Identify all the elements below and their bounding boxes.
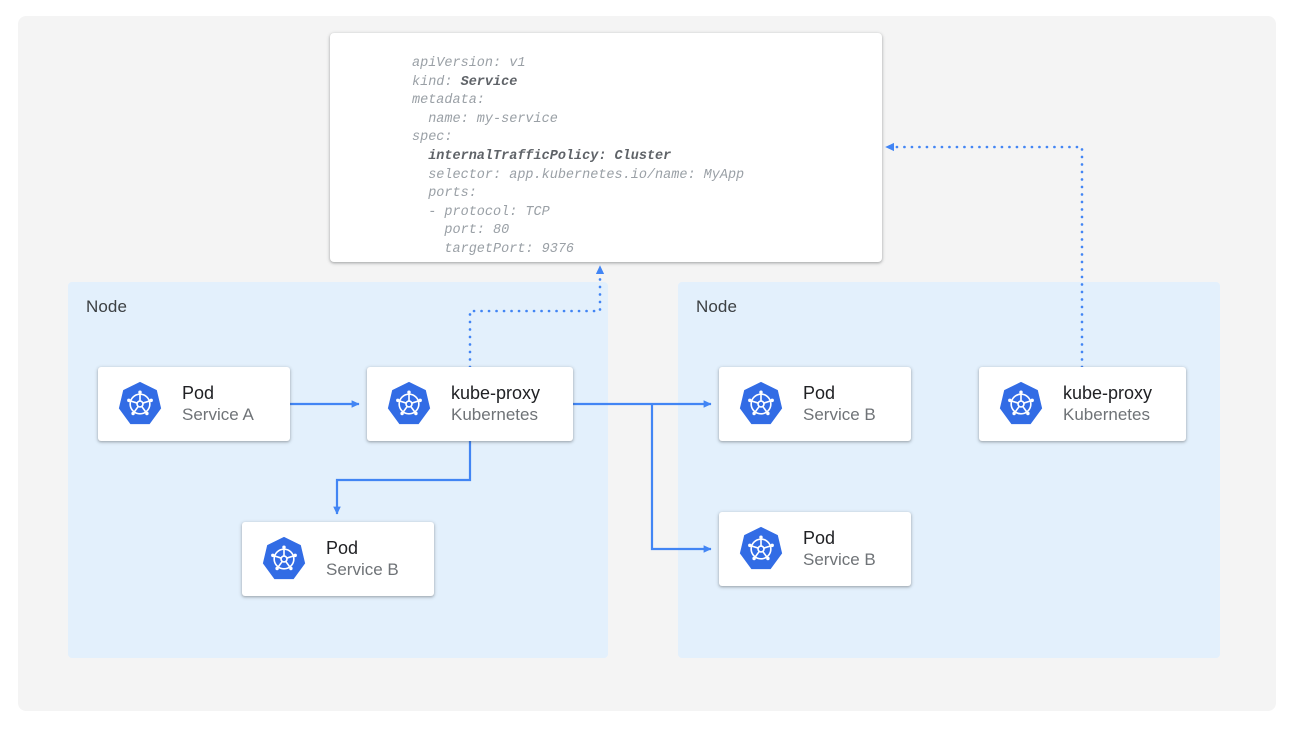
kubernetes-logo-icon <box>739 526 783 570</box>
card-title: Pod <box>182 382 215 403</box>
node-group-left <box>68 282 608 658</box>
card-title: Pod <box>803 527 836 548</box>
node-group-right <box>678 282 1220 658</box>
card-text: Pod Service B <box>803 528 876 570</box>
card-text: Pod Service A <box>182 383 254 425</box>
kubernetes-logo-icon <box>739 381 783 425</box>
card-pod-service-b-left[interactable]: Pod Service B <box>242 522 434 596</box>
card-text: kube-proxy Kubernetes <box>451 383 540 425</box>
kubernetes-logo-icon <box>262 536 306 580</box>
card-subtitle: Kubernetes <box>451 405 538 425</box>
service-manifest-panel: apiVersion: v1 kind: Service metadata: n… <box>330 33 882 262</box>
node-group-left-label: Node <box>86 297 128 316</box>
card-text: Pod Service B <box>326 538 399 580</box>
card-text: kube-proxy Kubernetes <box>1063 383 1152 425</box>
kubernetes-logo-icon <box>118 381 162 425</box>
node-group-right-label: Node <box>696 297 738 316</box>
card-title: kube-proxy <box>1063 382 1153 403</box>
card-subtitle: Service B <box>326 560 399 580</box>
service-manifest-code: apiVersion: v1 kind: Service metadata: n… <box>412 56 745 257</box>
card-title: kube-proxy <box>451 382 541 403</box>
card-kube-proxy-right[interactable]: kube-proxy Kubernetes <box>979 367 1186 441</box>
card-title: Pod <box>326 537 359 558</box>
card-subtitle: Service B <box>803 405 876 425</box>
card-subtitle: Kubernetes <box>1063 405 1150 425</box>
card-kube-proxy-left[interactable]: kube-proxy Kubernetes <box>367 367 573 441</box>
card-pod-service-b-right-top[interactable]: Pod Service B <box>719 367 911 441</box>
card-title: Pod <box>803 382 836 403</box>
kubernetes-logo-icon <box>999 381 1043 425</box>
card-subtitle: Service B <box>803 550 876 570</box>
card-text: Pod Service B <box>803 383 876 425</box>
card-subtitle: Service A <box>182 405 254 425</box>
kubernetes-logo-icon <box>387 381 431 425</box>
card-pod-service-b-right-bottom[interactable]: Pod Service B <box>719 512 911 586</box>
card-pod-service-a[interactable]: Pod Service A <box>98 367 290 441</box>
